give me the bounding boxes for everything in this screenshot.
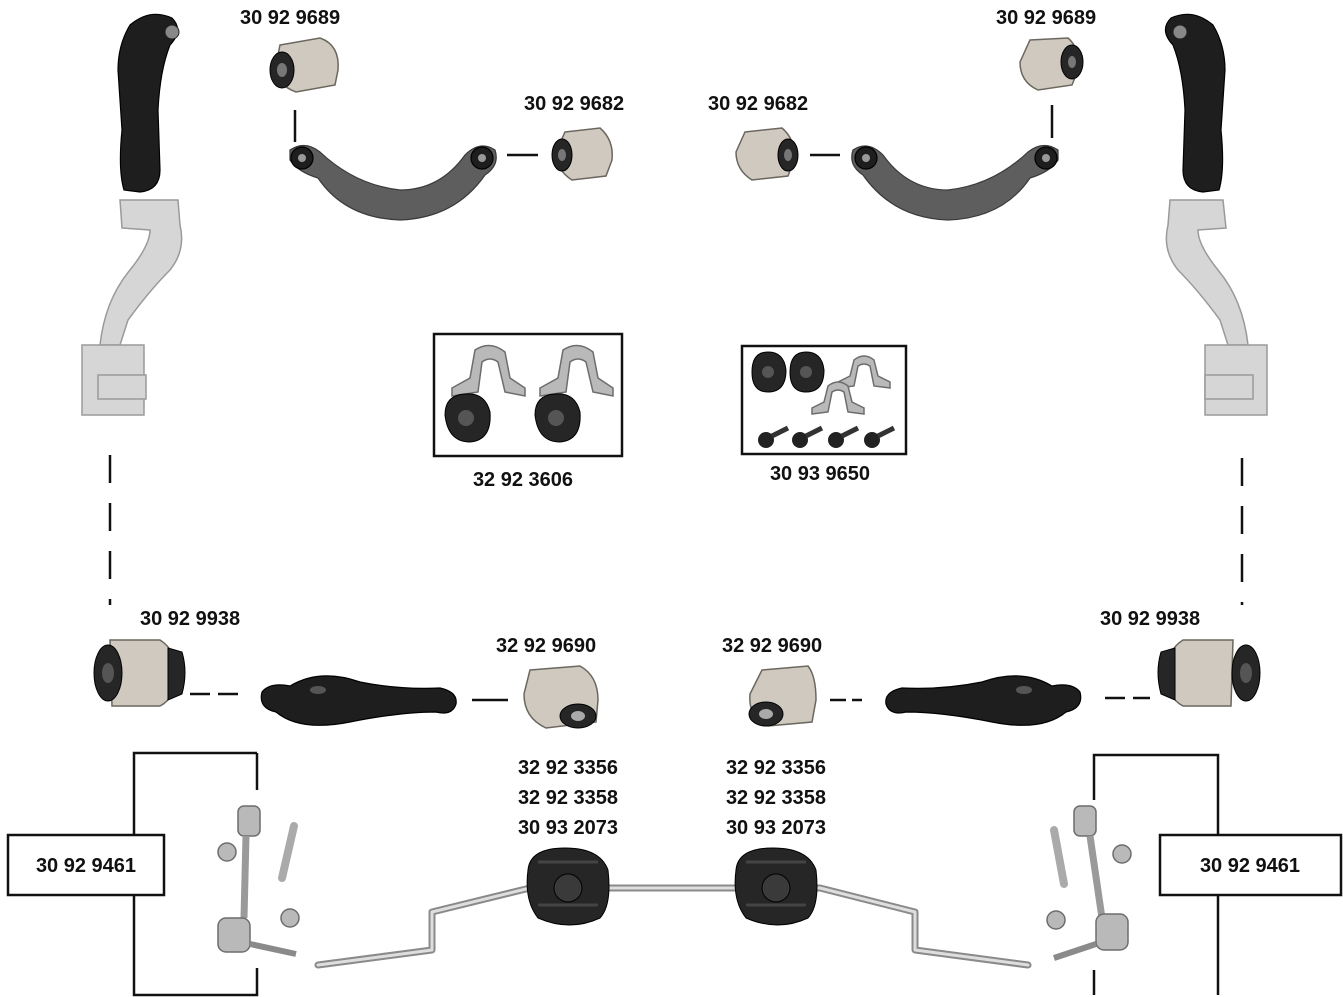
bush-lower-outer-right [1158,640,1260,706]
link-stud-icon [1054,944,1096,958]
stabilizer-bar [318,848,1028,965]
bush-upper-left [270,38,338,92]
kit-left: 32 92 3606 [434,334,622,491]
label-stab-bush-1-right: 32 92 3356 [726,757,826,779]
bush-upper-right [1020,38,1083,90]
label-kit-right: 30 93 9650 [770,463,870,485]
label-kit-left: 32 92 3606 [473,469,573,491]
label-stab-bush-3-right: 30 93 2073 [726,817,826,839]
nut-icon [281,909,299,927]
label-upper-bush-left: 30 92 9689 [240,7,340,29]
stab-bush-left [527,848,609,925]
lower-left-group: 30 92 9938 32 92 9690 [94,608,598,728]
bolt-icon [1054,830,1064,884]
knuckle-ghost-left-bracket [98,375,146,399]
bush-lower-inner-right [749,666,816,726]
bolt-icon [282,826,294,878]
top-right-group: 30 92 9689 30 92 9682 [708,7,1267,605]
label-upper-inner-bush-left: 30 92 9682 [524,93,624,115]
label-lower-inner-bush-left: 32 92 9690 [496,635,596,657]
link-ball-joint-icon [218,918,250,952]
lower-arm-left [261,676,456,725]
nut-icon [218,843,236,861]
link-rod-icon [244,836,246,918]
knuckle-ghost-right [1166,200,1248,345]
nut-icon [1047,911,1065,929]
stab-bush-right [735,848,817,925]
lower-arm-right [886,676,1081,725]
label-upper-inner-bush-right: 30 92 9682 [708,93,808,115]
label-link-left: 30 92 9461 [36,855,136,877]
stab-bush-labels-right: 32 92 3356 32 92 3358 30 93 2073 [726,757,826,839]
nut-icon [1113,845,1131,863]
label-upper-bush-right: 30 92 9689 [996,7,1096,29]
upper-arm-left [290,145,496,220]
link-right-group: 30 92 9461 [1047,755,1341,995]
link-stud-icon [250,944,296,954]
bush-lower-inner-left [524,666,598,728]
top-left-group: 30 92 9689 30 92 9682 [82,7,624,605]
label-stab-bush-3-left: 30 93 2073 [518,817,618,839]
link-ball-joint-icon [1074,806,1096,836]
bush-upper-inner-left [552,128,612,180]
label-stab-bush-2-left: 32 92 3358 [518,787,618,809]
link-ball-joint-icon [238,806,260,836]
lower-right-group: 30 92 9938 32 92 9690 [722,608,1260,726]
label-lower-bush-right: 30 92 9938 [1100,608,1200,630]
trailing-arm-right [1165,14,1225,192]
label-lower-inner-bush-right: 32 92 9690 [722,635,822,657]
knuckle-ghost-right-bracket [1205,375,1253,399]
link-left-group: 30 92 9461 [8,753,299,995]
bush-lower-outer-left [94,640,185,706]
link-ball-joint-icon [1096,914,1128,950]
label-stab-bush-2-right: 32 92 3358 [726,787,826,809]
stab-bush-labels-left: 32 92 3356 32 92 3358 30 93 2073 [518,757,618,839]
kit-right: 30 93 9650 [742,346,906,485]
label-lower-bush-left: 30 92 9938 [140,608,240,630]
upper-arm-right [852,145,1058,220]
label-stab-bush-1-left: 32 92 3356 [518,757,618,779]
knuckle-ghost-left [100,200,182,345]
bush-upper-inner-right [736,128,798,180]
trailing-arm-left [118,14,178,192]
label-link-right: 30 92 9461 [1200,855,1300,877]
link-rod-icon [1090,836,1102,918]
